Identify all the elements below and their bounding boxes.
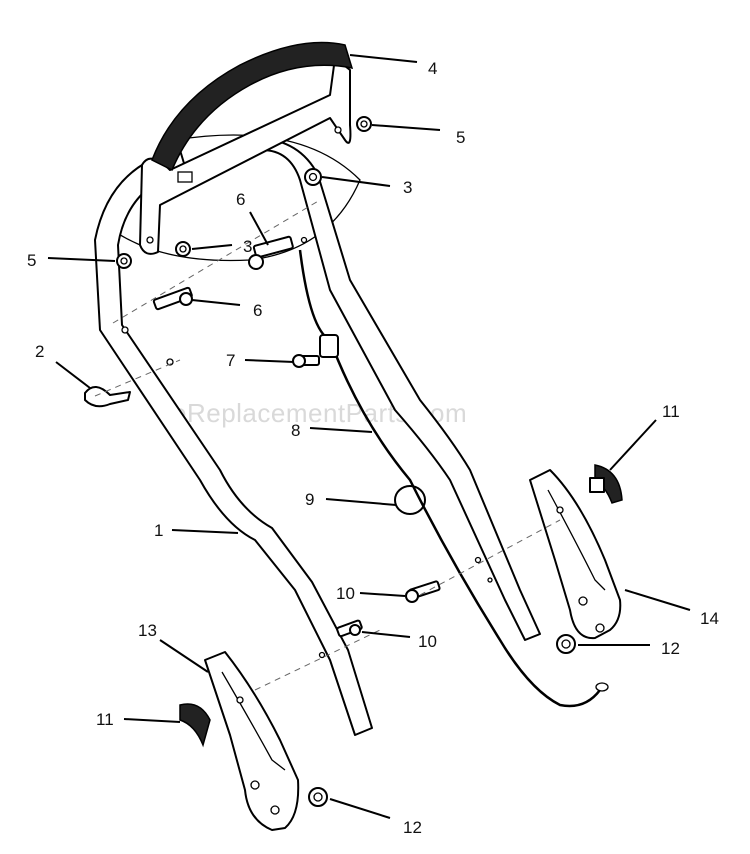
- washer-part-3-right: [304, 168, 322, 186]
- bolt-part-7: [292, 354, 320, 368]
- assembly-line-upper: [112, 199, 321, 324]
- callout-12-right: 12: [661, 639, 680, 658]
- callout-13: 13: [138, 621, 157, 640]
- cable-tie-part: [394, 485, 426, 515]
- nut-part-left: [308, 787, 328, 807]
- left-bracket-part: [204, 651, 300, 831]
- washer-part-5-left: [116, 253, 132, 269]
- callout-3-left: 3: [243, 237, 252, 256]
- upper-handle-part: [139, 41, 354, 255]
- callout-7: 7: [226, 351, 235, 370]
- bolt-part-10-right: [405, 580, 441, 603]
- callout-6-upper: 6: [236, 190, 245, 209]
- bolt-part-10-left: [336, 619, 363, 638]
- callout-4: 4: [428, 59, 437, 78]
- cable-end-fitting: [595, 682, 609, 692]
- callout-14: 14: [700, 609, 719, 628]
- nut-part-right: [556, 634, 576, 654]
- callout-3-right: 3: [403, 178, 412, 197]
- callout-5-right: 5: [456, 128, 465, 147]
- grip-icon: [151, 41, 354, 172]
- bolt-part-6-lower: [152, 286, 193, 311]
- lower-handle-part: [94, 149, 373, 736]
- bolt-part-6-upper: [248, 235, 294, 270]
- clip-part: [84, 386, 131, 408]
- callout-12-left: 12: [403, 818, 422, 837]
- assembly-line-right: [419, 519, 561, 596]
- right-handle-rail: [257, 137, 541, 641]
- callout-11-left: 11: [96, 710, 114, 729]
- callout-1: 1: [154, 521, 163, 540]
- cable-clip: [319, 334, 339, 358]
- assembly-line-mid: [94, 359, 181, 397]
- callout-8: 8: [291, 421, 300, 440]
- knob-part-left: [179, 703, 211, 748]
- washer-part-3-left: [175, 241, 191, 257]
- callout-11-right: 11: [662, 402, 680, 421]
- right-bracket-part: [529, 469, 622, 640]
- callout-10-right: 10: [336, 584, 355, 603]
- knob-part-right: [589, 464, 623, 504]
- washer-part-5-right: [356, 116, 372, 132]
- callout-5-left: 5: [27, 251, 36, 270]
- callout-10-left: 10: [418, 632, 437, 651]
- callout-6-lower: 6: [253, 301, 262, 320]
- callout-2: 2: [35, 342, 44, 361]
- callout-9: 9: [305, 490, 314, 509]
- assembly-line-left: [254, 629, 381, 691]
